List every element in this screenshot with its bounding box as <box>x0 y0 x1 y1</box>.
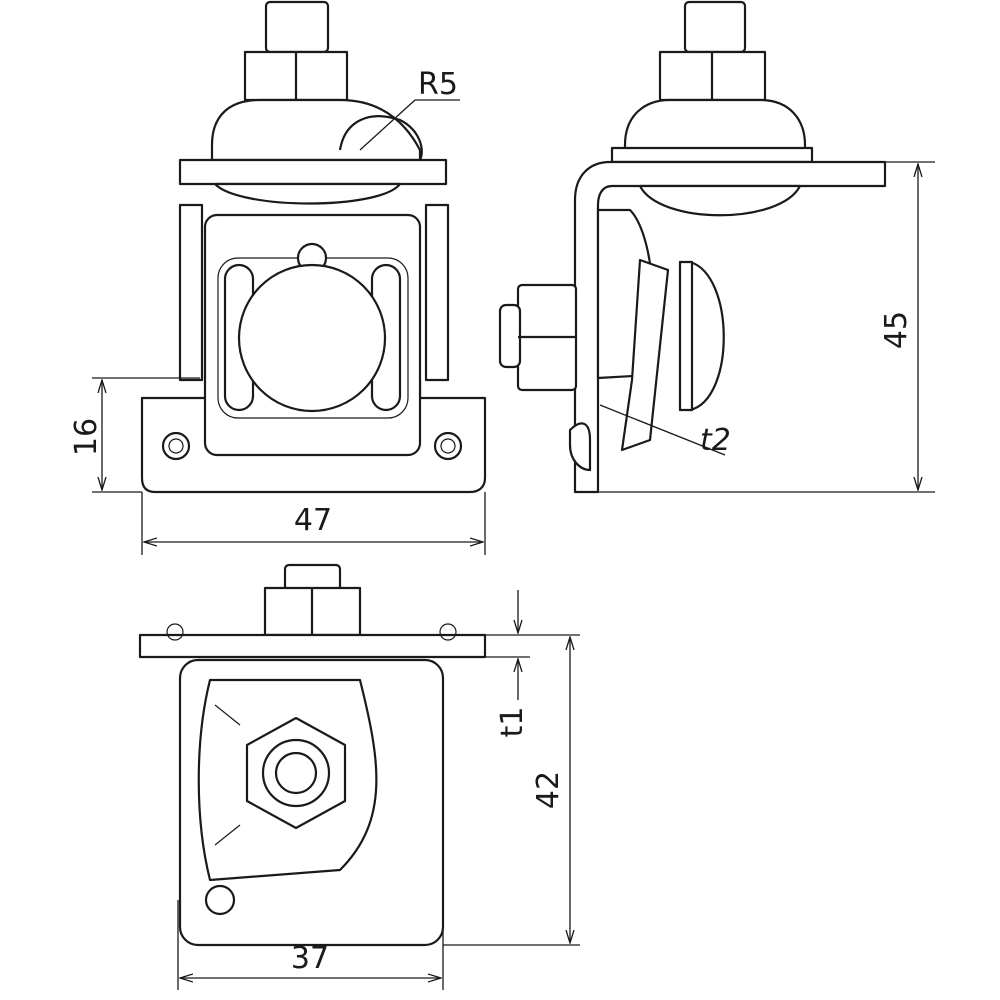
bottom-plate <box>138 633 487 659</box>
dim-45: 45 <box>879 311 914 349</box>
saddle-cap <box>210 98 422 162</box>
dim-r5: R5 <box>418 67 458 102</box>
dim-42: 42 <box>531 771 566 809</box>
r5-curve <box>338 115 423 161</box>
dome <box>213 182 402 205</box>
top-plate <box>178 158 448 186</box>
bottom-view: t1 42 37 <box>138 563 580 990</box>
conductor-circle <box>237 263 387 413</box>
dim-37: 37 <box>291 941 329 976</box>
mount-hole-right <box>433 431 463 461</box>
angle-bracket <box>573 160 887 494</box>
dim-16: 16 <box>69 418 104 456</box>
side-dome <box>688 260 725 412</box>
dim-t1: t1 <box>495 707 530 738</box>
dim-47: 47 <box>294 503 332 538</box>
side-view: t2 45 <box>498 0 935 494</box>
mount-hole-left <box>161 431 191 461</box>
dim-t2: t2 <box>700 423 731 458</box>
front-view: R5 16 47 <box>69 0 487 555</box>
bolt-thread <box>264 0 330 54</box>
